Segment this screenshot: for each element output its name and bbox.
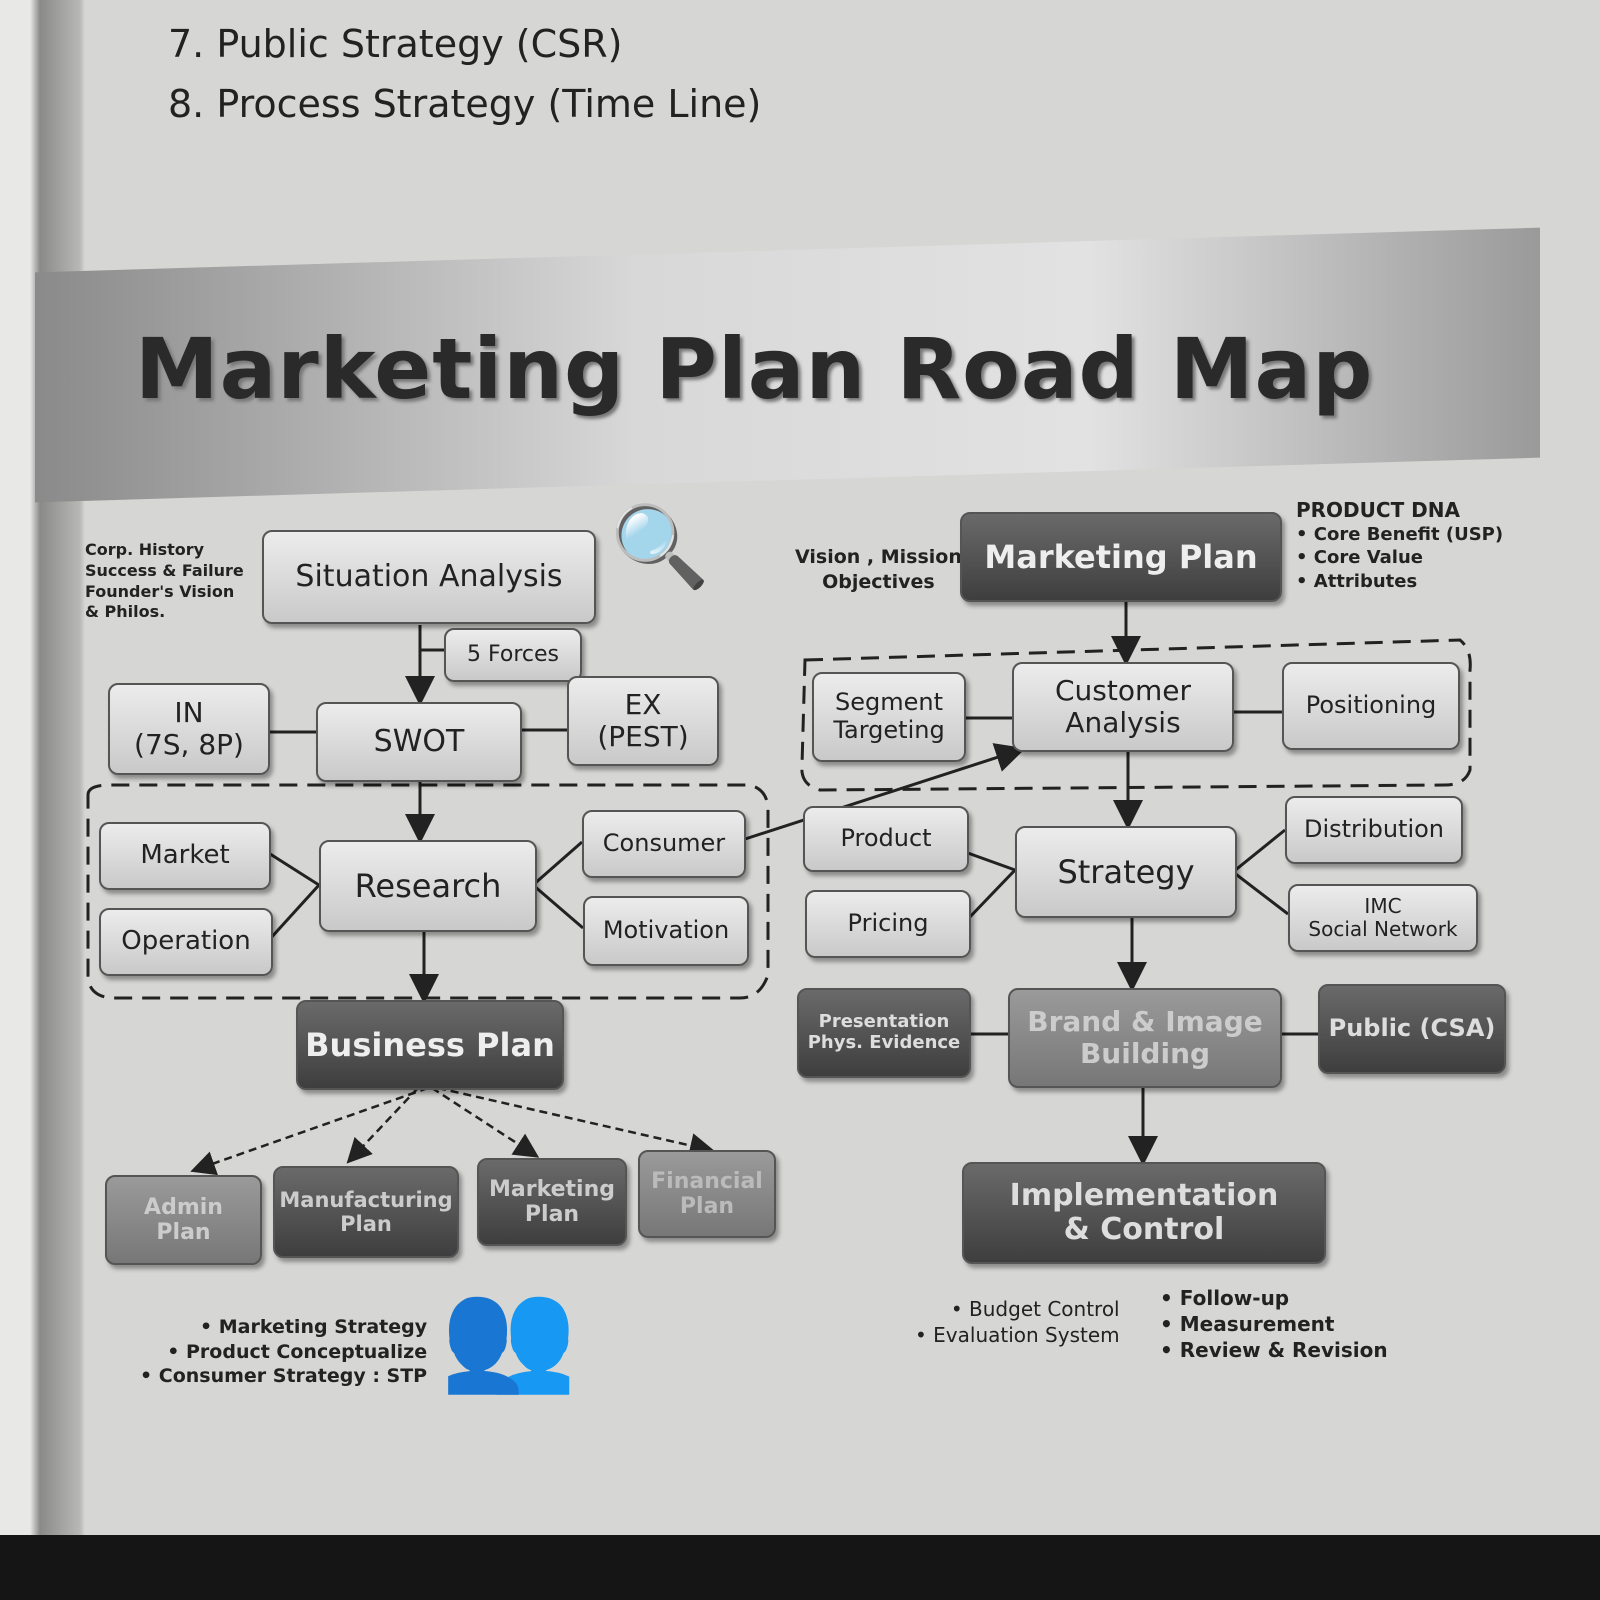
product-dna-note: PRODUCT DNA• Core Benefit (USP)• Core Va…	[1296, 497, 1503, 593]
note-line: PRODUCT DNA	[1296, 498, 1461, 522]
note-line: • Review & Revision	[1160, 1338, 1388, 1362]
book-gutter	[0, 0, 85, 1600]
research-box: Research	[319, 840, 537, 932]
operation-box: Operation	[99, 908, 273, 976]
list-item: 8. Process Strategy (Time Line)	[168, 82, 762, 126]
note-line: • Consumer Strategy : STP	[140, 1365, 428, 1388]
note-line: Success & Failure	[85, 560, 244, 580]
list-item: 7. Public Strategy (CSR)	[168, 22, 623, 66]
dark-background	[0, 1535, 1600, 1600]
internal-box: IN (7S, 8P)	[108, 683, 270, 775]
motivation-box: Motivation	[583, 896, 749, 966]
distribution-box: Distribution	[1285, 796, 1463, 864]
note-line: • Product Conceptualize	[167, 1340, 428, 1363]
public-csa-box: Public (CSA)	[1318, 984, 1506, 1074]
implementation-control-box: Implementation & Control	[962, 1162, 1326, 1264]
presentation-box: Presentation Phys. Evidence	[797, 988, 971, 1078]
customer-analysis-box: Customer Analysis	[1012, 662, 1234, 752]
market-box: Market	[99, 822, 271, 890]
segment-targeting-box: Segment Targeting	[812, 672, 966, 762]
note-line: • Marketing Strategy	[199, 1316, 428, 1338]
note-line: Founder's Vision	[85, 581, 235, 601]
note-line: • Follow-up	[1160, 1286, 1290, 1310]
explorer-figure-icon: 🔍	[610, 500, 710, 593]
consumer-box: Consumer	[582, 810, 746, 878]
marketing-plan-small-box: Marketing Plan	[477, 1158, 627, 1246]
note-line: • Attributes	[1296, 570, 1418, 592]
note-line: • Measurement	[1160, 1312, 1335, 1336]
brand-image-box: Brand & Image Building	[1008, 988, 1282, 1088]
admin-plan-box: Admin Plan	[105, 1175, 262, 1265]
note-line: • Budget Control	[950, 1297, 1120, 1321]
situation-analysis-box: Situation Analysis	[262, 530, 596, 624]
financial-plan-box: Financial Plan	[638, 1150, 776, 1238]
pricing-box: Pricing	[805, 890, 971, 958]
five-forces-box: 5 Forces	[444, 628, 582, 682]
note-line: • Core Value	[1296, 547, 1423, 569]
control-notes: • Budget Control• Evaluation System	[915, 1296, 1120, 1348]
swot-box: SWOT	[316, 702, 522, 782]
review-notes: • Follow-up• Measurement• Review & Revis…	[1160, 1285, 1388, 1363]
diagram-title: Marketing Plan Road Map	[135, 320, 1374, 418]
external-box: EX (PEST)	[567, 676, 719, 766]
imc-social-network-box: IMC Social Network	[1288, 884, 1478, 952]
strategy-box: Strategy	[1015, 826, 1237, 918]
vision-note: Vision , Mission Objectives	[795, 546, 962, 593]
note-line: Corp. History	[85, 540, 205, 559]
note-line: • Evaluation System	[915, 1323, 1120, 1347]
positioning-box: Positioning	[1282, 662, 1460, 750]
note-line: & Philos.	[85, 602, 166, 622]
note-line: • Core Benefit (USP)	[1296, 524, 1504, 545]
manufacturing-plan-box: Manufacturing Plan	[273, 1166, 459, 1258]
marketing-plan-box: Marketing Plan	[960, 512, 1282, 602]
bottom-left-notes: • Marketing Strategy• Product Conceptual…	[140, 1315, 427, 1389]
product-box: Product	[803, 806, 969, 872]
crowd-illustration-icon: 👥	[440, 1270, 577, 1398]
business-plan-box: Business Plan	[296, 1000, 564, 1090]
